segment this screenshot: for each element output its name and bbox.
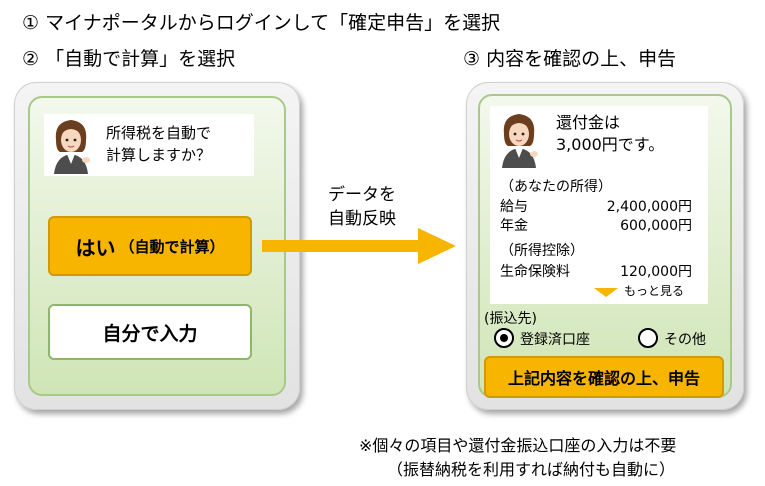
other-account-label: その他 [664,332,706,348]
other-account-radio[interactable] [638,328,658,348]
prompt-line-2: 計算しますか？ [106,146,212,164]
prompt-line-1: 所得税を自動で [106,124,212,142]
arrow-caption-line-1: データを [328,185,396,205]
footnote-line-1: ※個々の項目や還付金振込口座の入力は不要 [359,436,677,455]
woman-avatar-icon [502,114,538,168]
right-phone-frame: 還付金は 3,000円です。 （あなたの所得） 給与 2,400,000円 年金… [466,82,744,410]
left-phone-screen: 所得税を自動で 計算しますか？ はい（自動で計算） 自分で入力 [28,96,286,396]
salary-value: 2,400,000円 [606,199,692,215]
refund-line-1: 還付金は [556,113,621,132]
arrow-caption-line-2: 自動反映 [328,209,396,229]
left-phone-frame: 所得税を自動で 計算しますか？ はい（自動で計算） 自分で入力 [14,82,300,410]
show-more-link[interactable]: もっと見る [624,284,685,298]
manual-input-label: 自分で入力 [102,322,198,345]
woman-avatar-icon [54,120,90,174]
insurance-label: 生命保険料 [500,264,570,280]
result-card: 還付金は 3,000円です。 （あなたの所得） 給与 2,400,000円 年金… [490,106,708,304]
pension-value: 600,000円 [620,218,692,234]
registered-account-label: 登録済口座 [520,332,590,348]
step2-heading: ② 「自動で計算」を選択 [22,48,236,70]
radio-selected-dot [500,334,508,342]
salary-label: 給与 [500,199,528,215]
data-flow-arrow-icon [262,228,456,264]
yes-button-sub-label: （自動で計算） [119,237,225,256]
step3-heading: ③ 内容を確認の上、申告 [463,48,677,70]
auto-calc-yes-button[interactable]: はい（自動で計算） [48,216,252,276]
refund-line-2: 3,000円です。 [556,135,665,154]
arrow-caption: データを 自動反映 [328,183,396,231]
footnote-line-2: （振替納税を利用すれば納付も自動に） [387,460,676,479]
prompt-card: 所得税を自動で 計算しますか？ [44,114,254,176]
right-phone-screen: 還付金は 3,000円です。 （あなたの所得） 給与 2,400,000円 年金… [478,94,732,398]
step1-heading: ① マイナポータルからログインして「確定申告」を選択 [22,12,501,34]
confirm-submit-button[interactable]: 上記内容を確認の上、申告 [484,356,724,398]
pension-label: 年金 [500,218,528,234]
manual-input-button[interactable]: 自分で入力 [48,304,252,360]
confirm-submit-label: 上記内容を確認の上、申告 [507,369,700,388]
registered-account-radio[interactable] [494,328,514,348]
transfer-header: (振込先) [484,311,537,327]
income-header: （あなたの所得） [500,179,612,195]
insurance-value: 120,000円 [620,264,692,280]
yes-button-main-label: はい [75,235,116,260]
deduction-header: （所得控除） [500,243,584,259]
chevron-down-icon [594,288,618,297]
